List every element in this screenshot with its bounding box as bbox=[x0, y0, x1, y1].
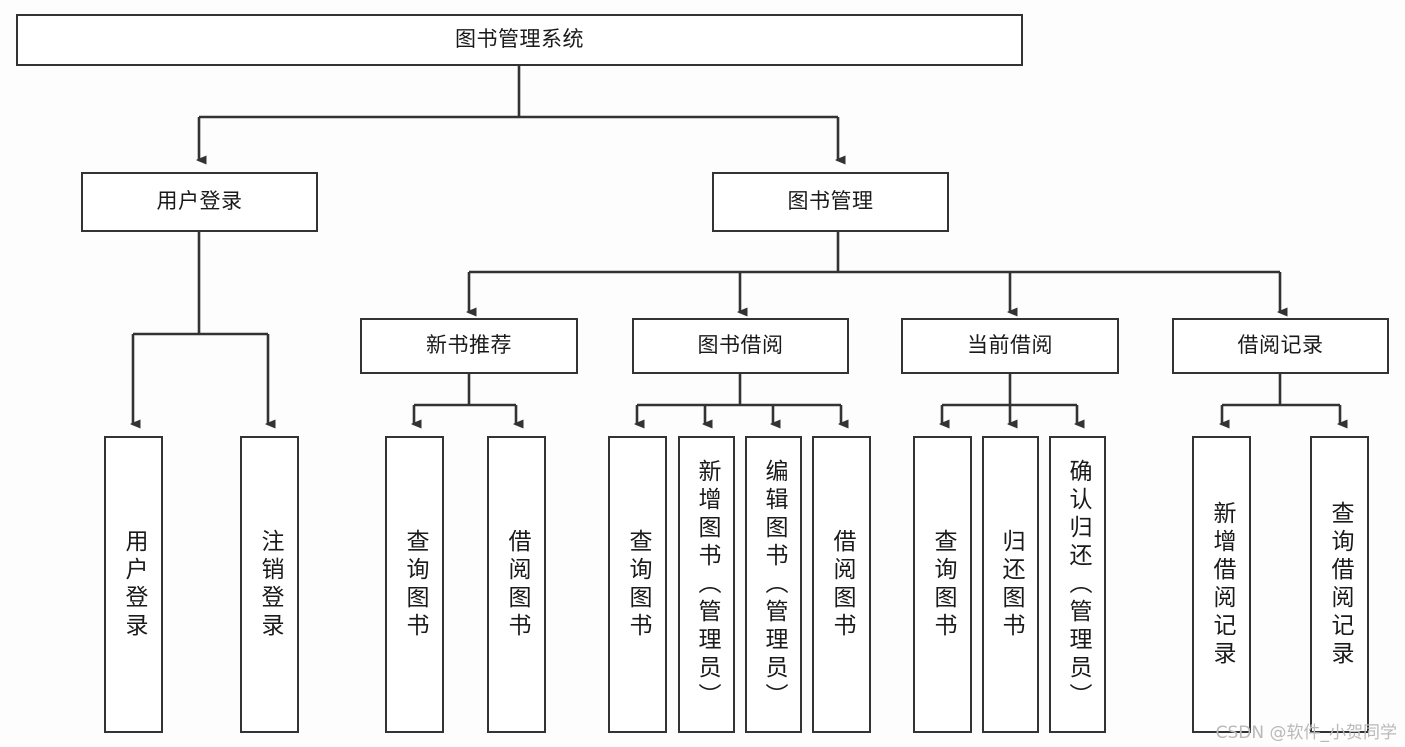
leaf-user-login-login[interactable]: 用户登录 bbox=[104, 436, 163, 733]
node-user-login[interactable]: 用户登录 bbox=[81, 172, 318, 232]
node-book-management-label: 图书管理 bbox=[787, 189, 874, 214]
node-new-book-recommend[interactable]: 新书推荐 bbox=[360, 318, 578, 374]
node-book-borrow-label: 图书借阅 bbox=[697, 333, 784, 358]
leaf-borrow-borrow-book[interactable]: 借阅图书 bbox=[812, 436, 871, 733]
node-borrow-record[interactable]: 借阅记录 bbox=[1172, 318, 1389, 374]
leaf-current-return-book-label: 归还图书 bbox=[998, 528, 1024, 641]
node-user-login-label: 用户登录 bbox=[156, 189, 243, 214]
leaf-new-book-query-label: 查询图书 bbox=[402, 528, 428, 641]
node-new-book-recommend-label: 新书推荐 bbox=[426, 333, 512, 358]
leaf-new-book-query[interactable]: 查询图书 bbox=[385, 436, 444, 733]
leaf-borrow-edit-book-label: 编辑图书（管理员） bbox=[761, 458, 787, 711]
leaf-current-query-book[interactable]: 查询图书 bbox=[913, 436, 972, 733]
leaf-current-confirm-return-label: 确认归还（管理员） bbox=[1065, 458, 1091, 711]
leaf-new-book-borrow-label: 借阅图书 bbox=[504, 528, 530, 641]
leaf-borrow-query-book[interactable]: 查询图书 bbox=[608, 436, 667, 733]
leaf-current-return-book[interactable]: 归还图书 bbox=[982, 436, 1039, 733]
leaf-current-query-book-label: 查询图书 bbox=[930, 528, 956, 641]
node-borrow-record-label: 借阅记录 bbox=[1237, 333, 1324, 358]
leaf-borrow-borrow-book-label: 借阅图书 bbox=[829, 528, 855, 641]
node-root[interactable]: 图书管理系统 bbox=[16, 14, 1023, 66]
leaf-user-login-login-label: 用户登录 bbox=[121, 528, 147, 641]
node-current-borrow-label: 当前借阅 bbox=[967, 333, 1053, 358]
node-root-label: 图书管理系统 bbox=[455, 27, 584, 52]
leaf-user-login-logout-label: 注销登录 bbox=[257, 528, 283, 641]
leaf-user-login-logout[interactable]: 注销登录 bbox=[240, 436, 299, 733]
watermark: CSDN @软件_小贺同学 bbox=[1215, 723, 1397, 743]
leaf-borrow-add-book[interactable]: 新增图书（管理员） bbox=[678, 436, 735, 733]
node-book-management[interactable]: 图书管理 bbox=[712, 172, 949, 232]
leaf-record-query-label: 查询借阅记录 bbox=[1327, 500, 1353, 669]
leaf-record-add-label: 新增借阅记录 bbox=[1209, 500, 1235, 669]
leaf-new-book-borrow[interactable]: 借阅图书 bbox=[487, 436, 546, 733]
leaf-borrow-add-book-label: 新增图书（管理员） bbox=[694, 458, 720, 711]
node-current-borrow[interactable]: 当前借阅 bbox=[901, 318, 1119, 374]
leaf-current-confirm-return[interactable]: 确认归还（管理员） bbox=[1049, 436, 1106, 733]
node-book-borrow[interactable]: 图书借阅 bbox=[632, 318, 849, 374]
leaf-record-query[interactable]: 查询借阅记录 bbox=[1310, 436, 1369, 733]
leaf-borrow-edit-book[interactable]: 编辑图书（管理员） bbox=[745, 436, 802, 733]
leaf-record-add[interactable]: 新增借阅记录 bbox=[1192, 436, 1251, 733]
leaf-borrow-query-book-label: 查询图书 bbox=[625, 528, 651, 641]
